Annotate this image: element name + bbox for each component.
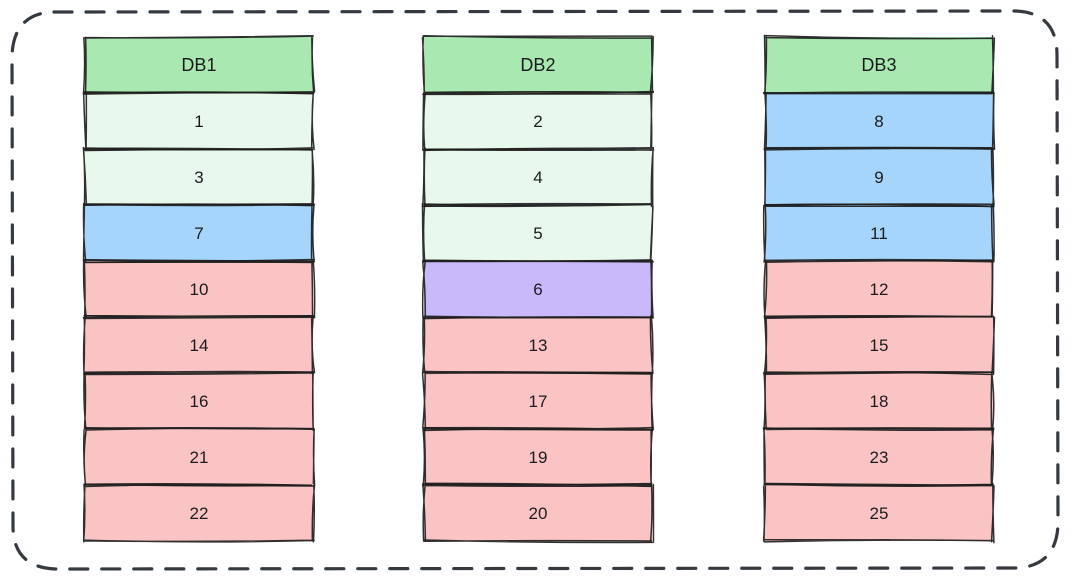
shard-cell[interactable]: 1 <box>82 91 315 152</box>
shard-cell[interactable]: 3 <box>82 146 315 207</box>
shard-cell[interactable]: 18 <box>762 370 995 432</box>
db-header-label: DB2 <box>520 55 556 75</box>
shard-id-label: 10 <box>189 279 209 299</box>
shard-id-label: 8 <box>874 111 884 131</box>
shard-id-label: 2 <box>533 111 543 131</box>
db-header-db1[interactable]: DB1 <box>82 35 316 95</box>
shard-id-label: 19 <box>528 447 548 467</box>
shard-id-label: 6 <box>533 279 543 299</box>
shard-cell[interactable]: 9 <box>763 147 996 208</box>
shard-cell[interactable]: 6 <box>421 259 655 320</box>
shard-cell[interactable]: 17 <box>421 371 654 432</box>
shard-cell[interactable]: 4 <box>421 147 655 208</box>
shard-id-label: 1 <box>194 111 204 131</box>
shard-id-label: 12 <box>869 279 889 299</box>
shard-id-label: 7 <box>194 223 204 243</box>
shard-id-label: 4 <box>533 167 543 187</box>
shard-id-label: 13 <box>528 335 548 355</box>
shard-cell[interactable]: 20 <box>422 483 655 544</box>
shard-id-label: 15 <box>869 335 889 355</box>
shard-cell[interactable]: 7 <box>82 202 316 264</box>
db-header-label: DB3 <box>861 55 897 75</box>
shard-id-label: 11 <box>870 223 888 243</box>
shard-cell[interactable]: 11 <box>762 203 995 264</box>
shard-cell[interactable]: 13 <box>421 315 654 375</box>
shard-cell[interactable]: 25 <box>762 482 995 544</box>
shard-cell[interactable]: 8 <box>762 90 996 152</box>
db-column-db3: DB3 8 9 11 12 15 18 23 25 <box>762 34 996 544</box>
shard-id-label: 14 <box>189 335 209 355</box>
shard-id-label: 17 <box>528 391 548 411</box>
shard-cell[interactable]: 22 <box>82 482 316 543</box>
db-header-db3[interactable]: DB3 <box>763 34 996 95</box>
shard-id-label: 23 <box>869 447 889 467</box>
shard-id-label: 20 <box>528 503 548 523</box>
shard-id-label: 3 <box>194 167 204 187</box>
db-column-db1: DB1 1 3 7 10 14 16 21 22 <box>82 35 316 543</box>
shard-cell[interactable]: 5 <box>421 202 654 263</box>
shard-cell[interactable]: 12 <box>763 258 995 320</box>
shard-cell[interactable]: 14 <box>82 314 316 376</box>
shard-cell[interactable]: 2 <box>422 91 655 152</box>
shard-id-label: 16 <box>189 391 209 411</box>
shard-id-label: 5 <box>533 223 543 243</box>
shard-id-label: 18 <box>869 391 889 411</box>
shard-id-label: 22 <box>189 503 209 523</box>
shard-id-label: 21 <box>189 447 209 467</box>
shard-cell[interactable]: 15 <box>763 314 996 375</box>
shard-cell[interactable]: 16 <box>83 370 315 432</box>
shard-id-label: 25 <box>869 503 889 523</box>
shard-cell[interactable]: 10 <box>82 259 316 320</box>
shard-id-label: 9 <box>874 167 884 187</box>
shard-cell[interactable]: 21 <box>83 427 316 488</box>
db-header-db2[interactable]: DB2 <box>421 35 655 96</box>
db-header-label: DB1 <box>181 55 217 75</box>
shard-cell[interactable]: 23 <box>762 427 995 487</box>
shard-cell[interactable]: 19 <box>422 426 654 488</box>
db-column-db2: DB2 2 4 5 6 13 17 19 20 <box>421 35 655 544</box>
